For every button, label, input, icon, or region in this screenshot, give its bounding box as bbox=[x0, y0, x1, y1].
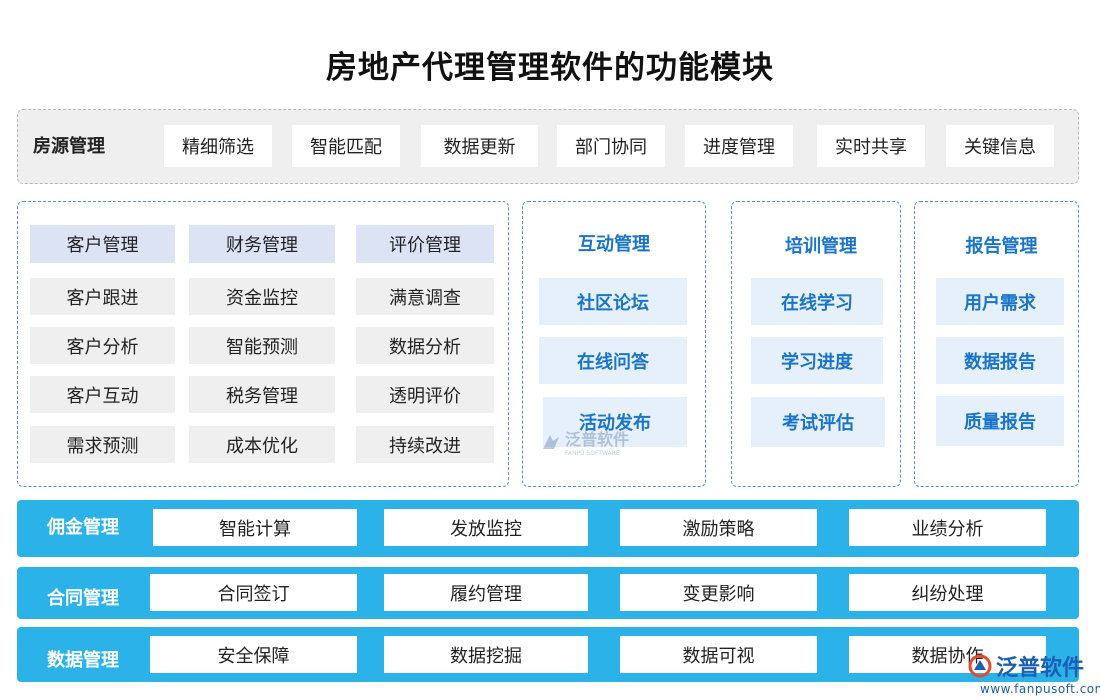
report-title: 报告管理 bbox=[965, 236, 1038, 257]
training-item: 学习进度 bbox=[751, 337, 883, 384]
grid-cell: 持续改进 bbox=[356, 426, 494, 463]
brand-url: www.fanpusoft.com bbox=[980, 682, 1100, 696]
grid-cell: 需求预测 bbox=[30, 426, 175, 463]
interaction-item: 活动发布 bbox=[543, 397, 687, 447]
contract-item: 变更影响 bbox=[620, 574, 817, 611]
grid-cell: 客户跟进 bbox=[30, 278, 175, 315]
interaction-item: 社区论坛 bbox=[539, 278, 687, 325]
brand-logo: 泛普软件 bbox=[968, 650, 1084, 682]
training-item: 在线学习 bbox=[751, 278, 883, 325]
grid-cell: 资金监控 bbox=[189, 278, 335, 315]
contract-item: 履约管理 bbox=[384, 574, 588, 611]
brand-logo-text: 泛普软件 bbox=[996, 656, 1085, 681]
grid-cell: 客户分析 bbox=[30, 327, 175, 364]
housing-item: 数据更新 bbox=[421, 125, 538, 167]
commission-item: 激励策略 bbox=[620, 509, 817, 546]
watermark-logo-icon bbox=[543, 434, 559, 449]
contract-label: 合同管理 bbox=[47, 588, 119, 609]
housing-item: 智能匹配 bbox=[292, 125, 400, 167]
grid-header: 评价管理 bbox=[356, 225, 494, 263]
brand-logo-icon bbox=[968, 654, 992, 678]
watermark-subtext: FANPU SOFTWARE bbox=[565, 450, 620, 457]
interaction-title: 互动管理 bbox=[578, 234, 650, 255]
grid-cell: 税务管理 bbox=[189, 376, 335, 413]
housing-item: 进度管理 bbox=[685, 125, 793, 167]
grid-cell: 成本优化 bbox=[189, 426, 335, 463]
commission-item: 业绩分析 bbox=[849, 509, 1046, 546]
commission-label: 佣金管理 bbox=[47, 517, 119, 538]
data-management-item: 安全保障 bbox=[150, 636, 357, 673]
grid-cell: 透明评价 bbox=[356, 376, 494, 413]
grid-cell: 客户互动 bbox=[30, 376, 175, 413]
training-item: 考试评估 bbox=[751, 397, 885, 447]
commission-item: 智能计算 bbox=[153, 509, 357, 546]
housing-item: 关键信息 bbox=[946, 125, 1054, 167]
watermark: 泛普软件 FANPU SOFTWARE bbox=[540, 426, 629, 457]
housing-item: 部门协同 bbox=[557, 125, 665, 167]
contract-item: 纠纷处理 bbox=[849, 574, 1046, 611]
commission-item: 发放监控 bbox=[384, 509, 588, 546]
housing-item: 实时共享 bbox=[817, 125, 925, 167]
housing-item: 精细筛选 bbox=[164, 125, 272, 167]
grid-header: 客户管理 bbox=[30, 225, 175, 263]
interaction-item: 在线问答 bbox=[539, 337, 687, 384]
data-management-item: 数据可视 bbox=[620, 636, 817, 673]
watermark-text: 泛普软件 bbox=[565, 430, 630, 449]
report-item: 用户需求 bbox=[936, 278, 1064, 325]
housing-label: 房源管理 bbox=[33, 136, 105, 157]
data-management-label: 数据管理 bbox=[47, 650, 119, 671]
data-management-item: 数据协作 bbox=[849, 636, 1046, 673]
page-title: 房地产代理管理软件的功能模块 bbox=[326, 50, 774, 86]
grid-header: 财务管理 bbox=[189, 225, 335, 263]
data-management-item: 数据挖掘 bbox=[384, 636, 588, 673]
grid-cell: 智能预测 bbox=[189, 327, 335, 364]
grid-cell: 数据分析 bbox=[356, 327, 494, 364]
contract-item: 合同签订 bbox=[150, 574, 357, 611]
training-title: 培训管理 bbox=[785, 236, 857, 257]
report-item: 数据报告 bbox=[936, 337, 1064, 384]
report-item: 质量报告 bbox=[936, 396, 1064, 446]
grid-cell: 满意调查 bbox=[356, 278, 494, 315]
